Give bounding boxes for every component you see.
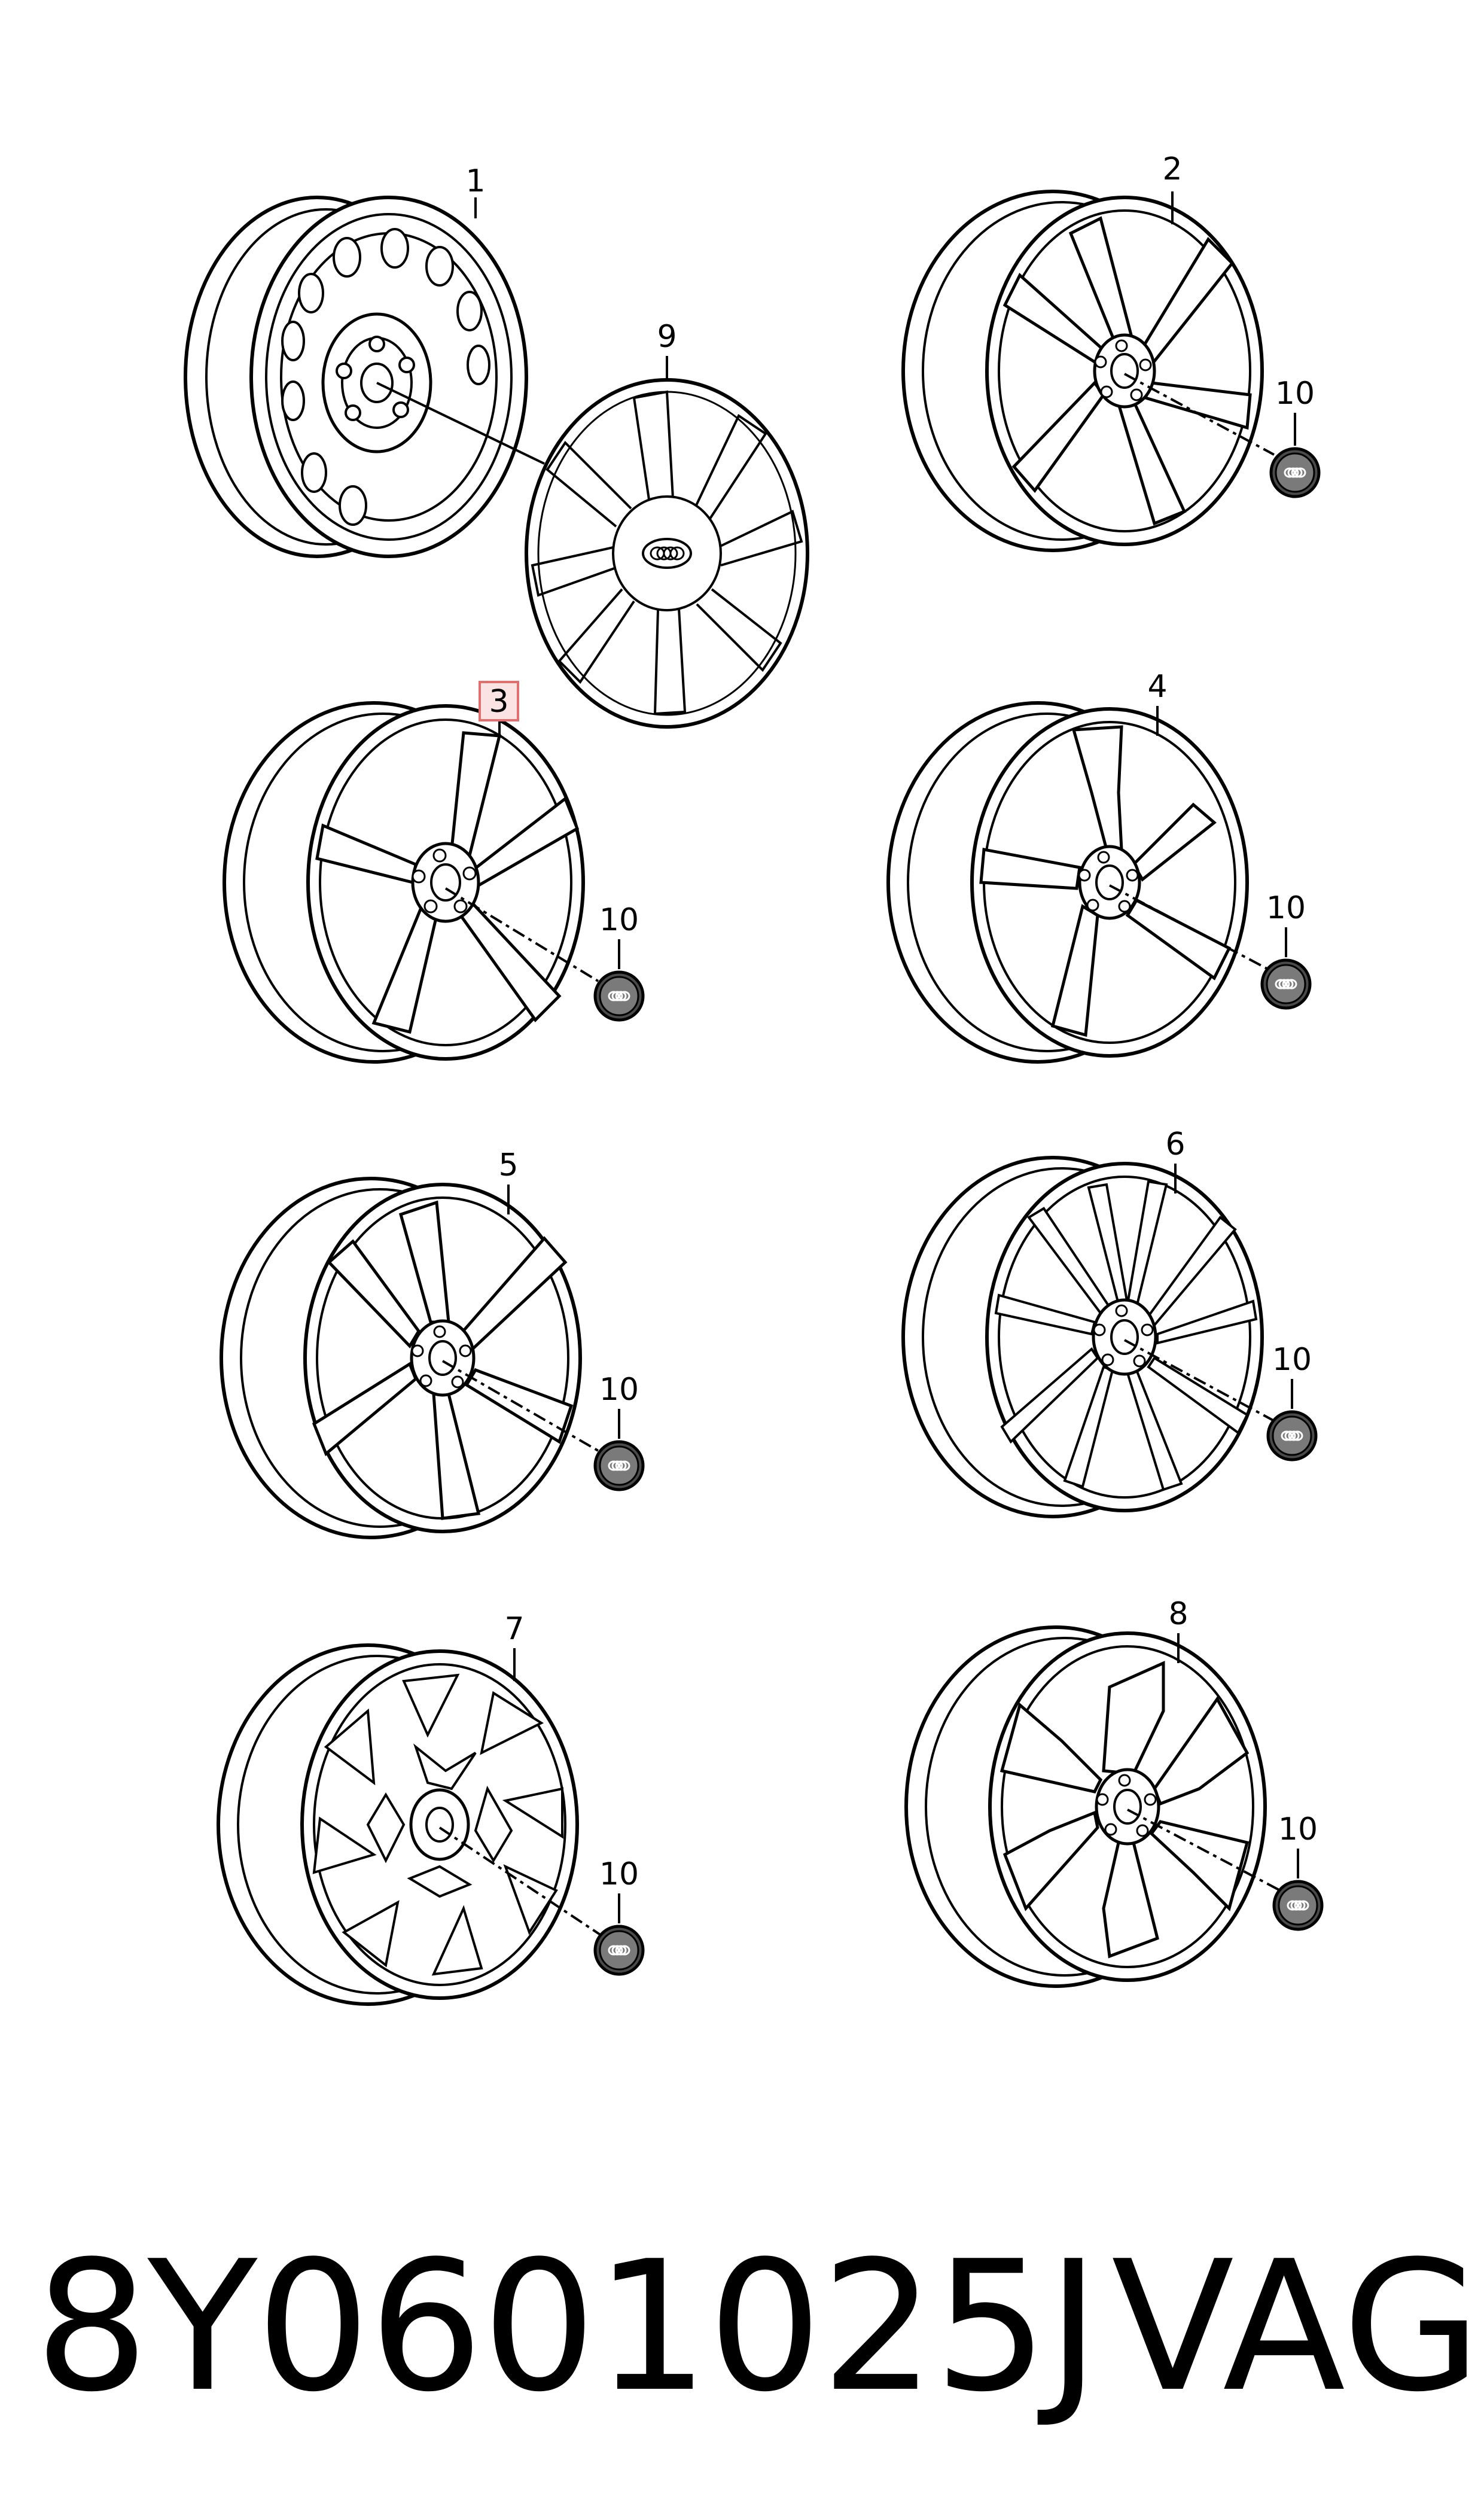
alloy-wheel-6 [903, 1158, 1264, 1517]
callout-5: 5 [498, 1147, 518, 1183]
alloy-wheel-5 [221, 1179, 582, 1537]
callout-10f: 10 [599, 1856, 639, 1892]
callout-10a: 10 [1275, 376, 1315, 412]
alloy-wheel-7 [218, 1645, 579, 2004]
callout-6: 6 [1165, 1126, 1185, 1162]
callout-10g: 10 [1278, 1811, 1318, 1847]
hubcap-9 [525, 378, 809, 729]
callout-10e: 10 [1272, 1342, 1312, 1378]
part-number-label: 8Y0601025J [35, 2222, 1100, 2431]
steel-wheel-1 [184, 196, 528, 558]
callout-10b: 10 [599, 902, 639, 938]
callout-3: 3 [489, 684, 508, 720]
callout-1: 1 [465, 163, 485, 199]
callout-10c: 10 [1266, 890, 1306, 926]
alloy-wheel-3 [224, 703, 585, 1062]
center-cap-10a [1271, 449, 1319, 497]
callout-10d: 10 [599, 1372, 639, 1408]
callout-9: 9 [657, 319, 677, 355]
brand-label: VAG [1111, 2222, 1482, 2431]
alloy-wheel-4 [888, 703, 1249, 1062]
callout-2: 2 [1162, 151, 1182, 187]
center-cap-10f [595, 1926, 643, 1974]
center-cap-10g [1274, 1881, 1322, 1929]
center-cap-10b [595, 972, 643, 1020]
center-cap-10e [1268, 1412, 1316, 1460]
callout-7: 7 [504, 1611, 524, 1647]
alloy-wheel-2 [903, 191, 1264, 550]
center-cap-10c [1262, 960, 1310, 1008]
alloy-wheel-8 [906, 1627, 1267, 1986]
center-cap-10d [595, 1442, 643, 1490]
callout-4: 4 [1147, 669, 1167, 705]
callout-3-highlight [479, 681, 519, 721]
callout-8: 8 [1168, 1596, 1188, 1632]
